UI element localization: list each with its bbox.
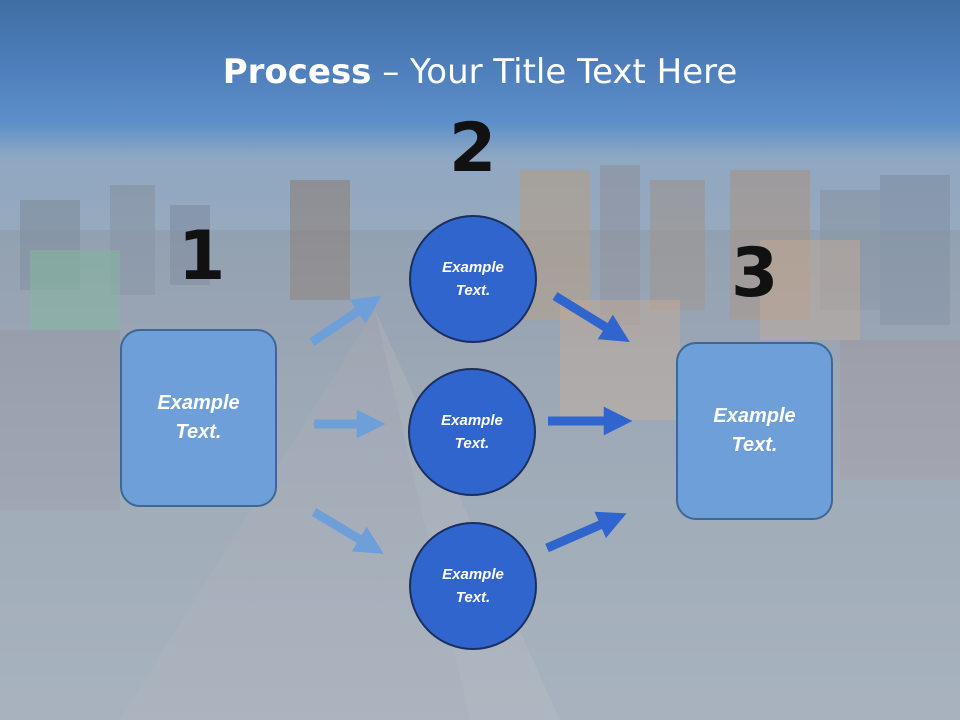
- title-bold-word: Process: [222, 52, 372, 92]
- circle-bottom-text-line-1: Example: [442, 566, 504, 583]
- step-3-text-line-1: Example: [713, 405, 796, 427]
- step-3-text-line-2: Text.: [731, 434, 778, 456]
- arrow-top-circle-to-3: [552, 292, 630, 343]
- step-1-text-line-2: Text.: [175, 421, 222, 443]
- circle-middle-text-line-2: Text.: [454, 435, 490, 452]
- circle-bottom-text-line-2: Text.: [455, 589, 491, 606]
- circle-top-text-line-1: Example: [442, 259, 504, 276]
- step-number-3: 3: [731, 234, 779, 313]
- step-1-text: Example Text.: [157, 389, 239, 447]
- step-3-text: Example Text.: [713, 402, 795, 460]
- step-2-circle-top: Example Text.: [409, 215, 537, 343]
- slide-title: Process – Your Title Text Here: [0, 52, 960, 92]
- circle-middle-text-line-1: Example: [441, 412, 503, 429]
- step-2-circle-middle: Example Text.: [408, 368, 536, 496]
- arrow-1-to-bottom-circle: [311, 508, 384, 554]
- arrow-bottom-circle-to-3: [545, 511, 627, 553]
- circle-top-text-line-2: Text.: [455, 282, 491, 299]
- step-1-box: Example Text.: [120, 329, 277, 507]
- step-3-box: Example Text.: [676, 342, 833, 520]
- step-number-2: 2: [449, 109, 497, 188]
- step-2-circle-bottom: Example Text.: [409, 522, 537, 650]
- arrow-1-to-top-circle: [309, 295, 382, 346]
- title-rest: – Your Title Text Here: [371, 52, 738, 92]
- step-1-text-line-1: Example: [157, 392, 240, 414]
- step-number-1: 1: [178, 217, 226, 296]
